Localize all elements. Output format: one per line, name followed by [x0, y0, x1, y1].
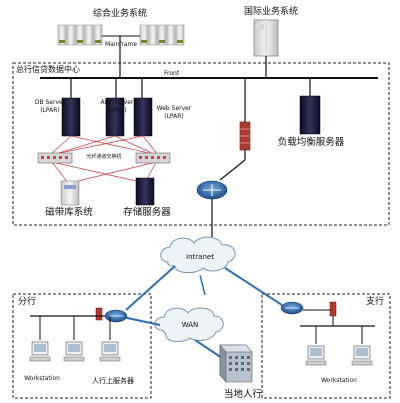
tape-library: [60, 180, 80, 206]
workstation-pc-2: [63, 341, 85, 362]
mainframe-cabinets: [57, 24, 185, 46]
wan-cloud: [154, 307, 224, 342]
front-label: Front: [164, 70, 180, 77]
intl-server-cabinet: [253, 19, 279, 57]
load-balancer-label: 负载均衡服务器: [277, 137, 345, 148]
db-lpar-label: (LPAR): [40, 107, 60, 114]
intranet-cloud: [160, 236, 236, 274]
workstation-pc-1: [29, 341, 51, 362]
storage-server: [135, 177, 155, 206]
app-server-label: APP Server: [100, 99, 134, 106]
firewall-icon: [239, 121, 251, 151]
web-lpar-label: (LPAR): [164, 113, 184, 120]
branch-firewall-icon: [95, 307, 103, 321]
sub-branch-region: [261, 293, 391, 399]
workstation-left-label: Workstation: [24, 375, 60, 382]
sub-branch-label: 支行: [366, 297, 385, 307]
web-server: [133, 97, 153, 137]
intl-system-label: 国际业务系统: [243, 7, 299, 17]
pboc-server-label: 人行上服务器: [92, 377, 134, 385]
branch-label: 分行: [18, 297, 37, 307]
storage-label: 存储服务器: [123, 207, 171, 218]
subbranch-router-icon: [280, 301, 304, 315]
web-server-label: Web Server: [156, 105, 192, 112]
app-lpar-label: (LPAR): [107, 107, 127, 114]
wan-label: WAN: [181, 321, 199, 329]
fiber-switch-right: [135, 152, 171, 164]
subbranch-firewall-icon: [329, 301, 337, 317]
data-center-region: [12, 62, 390, 226]
building-icon: [219, 344, 253, 383]
workstation-pc-3: [305, 345, 327, 366]
mainframe-label: Mainframe: [104, 41, 138, 48]
local-pboc-label: 当地人行: [223, 389, 263, 400]
data-center-label: 总行信贷数据中心: [16, 65, 80, 74]
db-server-label: DB Server: [34, 99, 66, 106]
intranet-label: Intranet: [186, 253, 214, 261]
fiber-switch-label: 光纤通道交换机: [86, 154, 122, 160]
workstation-right-label: Workstation: [321, 377, 357, 384]
fiber-switch-left: [37, 152, 73, 164]
workstation-pc-4: [351, 345, 373, 366]
fiber-connections: [49, 135, 159, 184]
load-balancer-server: [299, 95, 321, 135]
tape-library-label: 磁带库系统: [45, 207, 93, 218]
pboc-server-pc: [99, 341, 121, 362]
branch-region: [12, 293, 152, 399]
router-icon: [196, 180, 228, 200]
integrated-system-label: 综合业务系统: [92, 9, 148, 19]
branch-router-icon: [104, 309, 128, 323]
